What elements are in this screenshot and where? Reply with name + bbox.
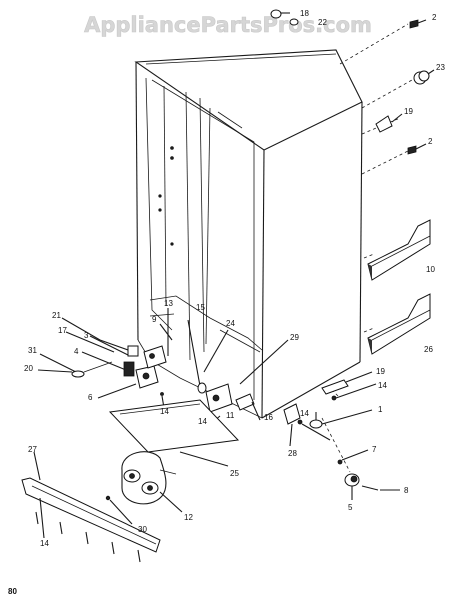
label-1: 1: [378, 405, 383, 414]
label-4: 4: [74, 347, 79, 356]
part-12-drain-pan: [121, 451, 183, 513]
part-15-tube: [187, 319, 207, 394]
label-6: 6: [88, 393, 93, 402]
label-15: 15: [196, 303, 205, 312]
leader-line: [329, 387, 339, 397]
label-23: 23: [436, 63, 445, 72]
part-14-screw-right: [331, 383, 377, 401]
part-19-bracket-lower: [321, 371, 373, 395]
label-19-top: 19: [404, 107, 413, 116]
part-24-line: [203, 329, 229, 373]
label-19-lower: 19: [376, 367, 385, 376]
part-17-clip: [65, 331, 115, 353]
part-31-tube: [39, 353, 77, 373]
label-17: 17: [58, 326, 67, 335]
leader-line: [321, 417, 351, 473]
label-14-bottom: 14: [40, 539, 49, 548]
part-21-harness: [61, 317, 129, 351]
part-18-grommet: [270, 9, 290, 19]
part-25-plate: [108, 399, 240, 467]
part-3-connector: [89, 335, 139, 357]
part-16-clamp: [235, 393, 261, 421]
label-3: 3: [84, 331, 89, 340]
label-7: 7: [372, 445, 377, 454]
label-8: 8: [404, 486, 409, 495]
label-24: 24: [226, 319, 235, 328]
label-9: 9: [152, 315, 157, 324]
label-12: 12: [184, 513, 193, 522]
label-14-mid: 14: [300, 409, 309, 418]
label-2-side: 2: [428, 137, 433, 146]
part-4-relay: [81, 351, 135, 377]
watermark-text: AppliancePartsPros.com: [84, 13, 372, 37]
label-20: 20: [24, 364, 33, 373]
part-2-screw-top: [409, 19, 427, 29]
label-22: 22: [318, 18, 327, 27]
label-26: 26: [424, 345, 433, 354]
label-16: 16: [264, 413, 273, 422]
part-5-roller: [344, 473, 360, 500]
part-22-plug: [289, 18, 299, 26]
part-8-screw: [361, 485, 400, 491]
part-29-bracket: [205, 339, 289, 413]
leader-line: [363, 327, 375, 333]
cabinet-shell: [134, 49, 363, 419]
label-27: 27: [28, 445, 37, 454]
label-30: 30: [138, 525, 147, 534]
part-28-bracket: [283, 403, 301, 447]
grille-screws: [35, 511, 141, 563]
label-2-top: 2: [432, 13, 437, 22]
label-29: 29: [290, 333, 299, 342]
label-28: 28: [288, 449, 297, 458]
label-14-left: 14: [160, 407, 169, 416]
part-6-capacitor: [97, 365, 159, 399]
callout-labels: 18 22 2 23 19 2 10 26 21 17 3 4 31 20 6 …: [8, 9, 445, 596]
part-19-bracket-top: [375, 113, 403, 133]
label-5: 5: [348, 503, 353, 512]
part-1-leveling-leg: [309, 409, 373, 429]
part-20-hose: [37, 361, 113, 378]
part-26-side-panel: [367, 293, 431, 355]
part-27-toe-grille: [21, 451, 161, 553]
label-13: 13: [164, 299, 173, 308]
page-number: 80: [8, 587, 17, 596]
part-7-washer: [337, 449, 369, 465]
label-11: 11: [226, 411, 235, 420]
label-10: 10: [426, 265, 435, 274]
label-21: 21: [52, 311, 61, 320]
label-14-center: 14: [198, 417, 207, 426]
part-30-screw: [105, 495, 133, 525]
part-9-clip: [159, 323, 173, 341]
part-23-bushing: [413, 69, 435, 85]
leader-line: [361, 79, 413, 109]
label-25: 25: [230, 469, 239, 478]
leader-line: [339, 23, 409, 65]
part-14-screw-28: [297, 419, 331, 441]
label-18: 18: [300, 9, 309, 18]
leader-line: [363, 253, 375, 259]
part-13-bracket: [143, 308, 169, 369]
leader-line: [361, 149, 411, 175]
part-10-side-panel: [367, 219, 431, 281]
label-31: 31: [28, 346, 37, 355]
part-2-screw-side: [407, 143, 427, 155]
label-14-right: 14: [378, 381, 387, 390]
